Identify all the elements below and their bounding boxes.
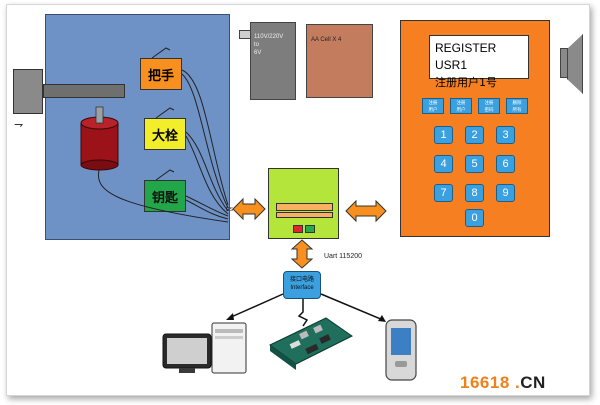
battery-label: AA Cell X 4 bbox=[311, 37, 342, 43]
vertical-double-arrow-icon bbox=[290, 239, 314, 269]
key-4[interactable]: 4 bbox=[434, 155, 453, 173]
computer-icon bbox=[162, 322, 247, 374]
uart-label: Uart 115200 bbox=[324, 253, 363, 260]
lock-bolt bbox=[43, 84, 125, 98]
pda-icon bbox=[385, 319, 417, 381]
controller-slot bbox=[276, 203, 333, 211]
interface-module: 接口电路 Interface bbox=[283, 271, 321, 299]
lcd-line-2: 注册用户1号 bbox=[435, 76, 497, 89]
adapter-line-3: 6V bbox=[254, 50, 262, 56]
key-9[interactable]: 9 bbox=[496, 184, 515, 202]
controller-slot bbox=[276, 212, 333, 218]
signal-label: RS bbox=[226, 207, 233, 213]
double-arrow-icon bbox=[232, 197, 266, 221]
switch-handle: 把手 bbox=[140, 58, 182, 90]
red-led-icon bbox=[293, 225, 303, 233]
key-6[interactable]: 6 bbox=[496, 155, 515, 173]
controller-board bbox=[268, 168, 339, 239]
interface-label-en: Interface bbox=[290, 285, 314, 291]
lcd-screen: REGISTER USR1 注册用户1号 bbox=[429, 35, 529, 89]
function-key[interactable]: 注册密码 bbox=[478, 98, 500, 114]
interface-links bbox=[228, 293, 384, 327]
key-3[interactable]: 3 bbox=[496, 126, 515, 144]
key-7[interactable]: 7 bbox=[434, 184, 453, 202]
function-key[interactable]: 注册用户 bbox=[450, 98, 472, 114]
bolt-direction-icon: ⇁ bbox=[14, 119, 24, 131]
key-8[interactable]: 8 bbox=[465, 184, 484, 202]
pcb-board-icon bbox=[269, 317, 353, 370]
wiring bbox=[97, 69, 229, 223]
arrow-head-icon bbox=[378, 315, 386, 322]
double-arrow-icon bbox=[345, 199, 387, 223]
interface-label-cn: 接口电路 bbox=[289, 276, 314, 283]
function-key[interactable]: 删除所有 bbox=[506, 98, 528, 114]
switch-deadbolt: 大栓 bbox=[144, 118, 186, 150]
key-2[interactable]: 2 bbox=[465, 126, 484, 144]
power-adapter: 110V/220V to 6V bbox=[250, 22, 296, 100]
arrow-head-icon bbox=[226, 313, 234, 320]
keypad-device: REGISTER USR1 注册用户1号 注册用户 注册用户 注册密码 删除所有… bbox=[400, 20, 550, 237]
function-key[interactable]: 注册用户 bbox=[422, 98, 444, 114]
switch-lever-icons bbox=[151, 47, 175, 181]
motor-icon bbox=[80, 106, 119, 171]
green-led-icon bbox=[305, 225, 315, 233]
lcd-line-1: REGISTER USR1 bbox=[435, 41, 497, 72]
key-5[interactable]: 5 bbox=[465, 155, 484, 173]
key-0[interactable]: 0 bbox=[465, 209, 484, 227]
battery-pack: AA Cell X 4 bbox=[306, 24, 373, 98]
adapter-line-2: to bbox=[254, 42, 260, 48]
switch-key: 钥匙 bbox=[144, 180, 186, 212]
adapter-line-1: 110V/220V bbox=[254, 34, 284, 40]
watermark-logo: 16618 .CN bbox=[460, 373, 546, 392]
key-1[interactable]: 1 bbox=[434, 126, 453, 144]
lock-bolt-housing bbox=[13, 69, 43, 114]
